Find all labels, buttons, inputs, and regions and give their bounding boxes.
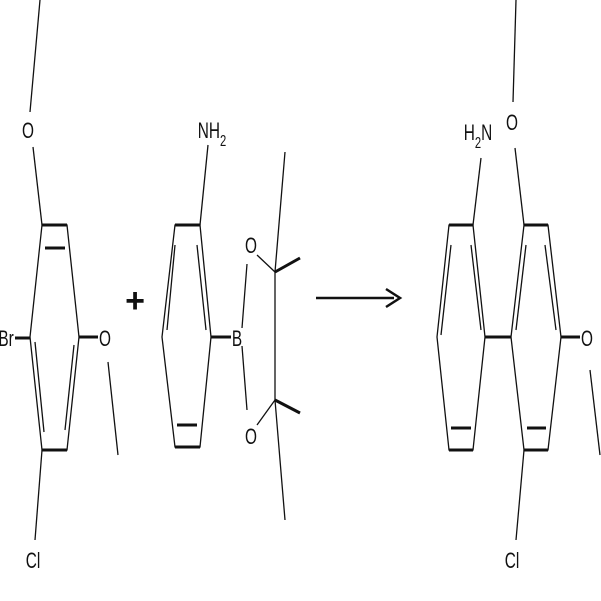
reactant-1-aryl-bromide: O O Br Cl: [0, 0, 118, 574]
double-bond-inner: [197, 245, 206, 330]
atom-o: O: [581, 327, 593, 351]
bond-c-cl: [35, 450, 42, 540]
bond-b-o: [242, 346, 247, 410]
bond-methyl: [275, 258, 300, 272]
bond-o-c: [257, 400, 275, 425]
atom-o: O: [22, 119, 34, 143]
double-bond-inner: [35, 342, 44, 432]
bond-o-c: [257, 255, 275, 272]
product-biaryl: H2N O O Cl: [437, 0, 600, 574]
reactant-2-boronate-ester: NH2 B O O: [162, 119, 300, 520]
atom-cl: Cl: [26, 549, 41, 573]
atom-b: B: [232, 327, 242, 351]
atom-cl: Cl: [505, 549, 520, 573]
atom-nh2: NH2: [198, 119, 226, 149]
benzene-ring: [30, 225, 79, 450]
bond-methyl: [275, 400, 300, 413]
double-bond-inner: [545, 245, 556, 330]
atom-o: O: [245, 425, 257, 449]
atom-o: O: [245, 234, 257, 258]
benzene-ring: [162, 225, 211, 447]
atom-o: O: [506, 111, 518, 135]
reaction-arrow: [316, 289, 400, 307]
bond-c-n: [200, 145, 208, 225]
bond-b-o: [242, 264, 247, 328]
bond-o-methyl: [30, 0, 40, 112]
bond-c-n: [473, 158, 481, 225]
atom-o: O: [99, 327, 111, 351]
bond-o-methyl: [108, 362, 118, 455]
bond-c-o: [33, 147, 42, 225]
double-bond-inner: [516, 245, 526, 330]
bond-o-methyl: [513, 0, 516, 102]
double-bond-inner: [65, 345, 74, 430]
atom-h2n: H2N: [464, 121, 492, 151]
plus-sign: +: [125, 282, 145, 320]
bond-o-methyl: [590, 370, 600, 455]
bond-c-o: [515, 148, 524, 225]
atom-br: Br: [0, 327, 14, 351]
bond-methyl: [275, 400, 285, 520]
benzene-ring-a: [437, 225, 485, 450]
bond-methyl: [275, 152, 285, 272]
benzene-ring-b: [511, 225, 561, 450]
bond-c-cl: [516, 450, 524, 540]
